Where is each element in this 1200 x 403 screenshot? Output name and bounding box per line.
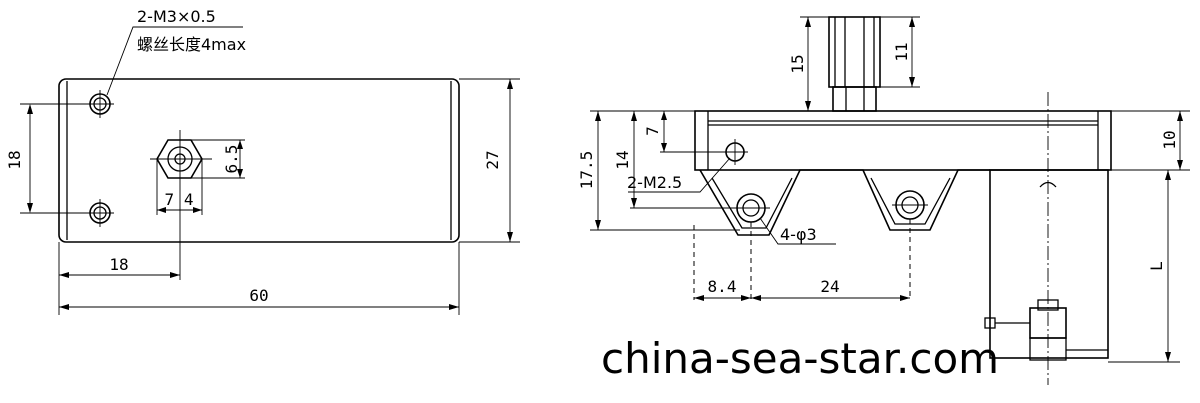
- arrow: [170, 272, 180, 278]
- dim-offset: 8.4: [708, 277, 737, 296]
- dim-hole-offset: 18: [109, 255, 128, 274]
- arrow: [694, 295, 704, 301]
- arrow: [157, 207, 166, 213]
- left-mount-hole-bottom: [86, 199, 114, 227]
- lever-bracket-inner: [870, 177, 951, 225]
- arrow: [1177, 160, 1183, 170]
- arrow: [27, 104, 33, 114]
- arrow: [805, 101, 811, 111]
- arrow: [661, 111, 667, 120]
- dim-length: L: [1147, 261, 1166, 271]
- bracket-hole-left: [733, 193, 770, 223]
- plate-mount-hole: [722, 139, 748, 165]
- arrow: [595, 220, 601, 230]
- lever-bracket-inner: [711, 177, 793, 229]
- arrow: [449, 304, 459, 310]
- arrow: [741, 295, 751, 301]
- thread-callout-text: 2-M3×0.5: [137, 7, 216, 26]
- arrow: [805, 17, 811, 27]
- left-view: 2-M3×0.5 螺丝长度4max 18 6.5 7 4 27: [5, 7, 520, 315]
- dim-height-total: 17.5: [577, 151, 596, 190]
- dim-top-10: 10: [1160, 130, 1179, 149]
- watermark: china-sea-star.com: [601, 334, 999, 383]
- dim-hex-height: 6.5: [222, 145, 241, 174]
- dim-plunger-total: 15: [788, 54, 807, 73]
- arrow: [1177, 111, 1183, 121]
- mount-thread-leader: [628, 157, 731, 193]
- dim-plunger-hex: 11: [892, 42, 911, 61]
- thread-callout-leader: [106, 26, 243, 96]
- dim-hole-spacing: 18: [5, 150, 24, 169]
- left-body-outline: [58, 78, 460, 243]
- arrow: [59, 272, 69, 278]
- arrow: [507, 232, 513, 242]
- dim-pitch: 24: [820, 277, 839, 296]
- lever-bracket: [699, 169, 990, 236]
- dim-height-14: 14: [613, 150, 632, 169]
- arrow: [237, 140, 243, 149]
- arrow: [909, 17, 915, 27]
- arrow: [631, 198, 637, 208]
- bracket-hole-right: [892, 190, 928, 220]
- top-plate: [694, 110, 1112, 171]
- dim-hex-width: 7 4: [165, 190, 194, 209]
- dim-height-7: 7: [643, 126, 662, 136]
- holes-label: 4-φ3: [780, 225, 817, 244]
- arrow: [661, 143, 667, 152]
- holes-leader: [759, 217, 836, 245]
- arrow: [1165, 170, 1171, 180]
- arrow: [27, 203, 33, 213]
- arrow: [631, 111, 637, 121]
- arrow: [1165, 352, 1171, 362]
- thread-depth-text: 螺丝长度4max: [137, 35, 246, 54]
- arrow: [909, 77, 915, 87]
- arrow: [507, 79, 513, 89]
- right-view: 15 11 17.5 14 7 2-M2.5 4-φ3: [577, 16, 1190, 385]
- arrow: [237, 169, 243, 178]
- mount-thread-label: 2-M2.5: [627, 173, 682, 192]
- arrow: [900, 295, 910, 301]
- arrow: [59, 304, 69, 310]
- arrow: [595, 111, 601, 121]
- left-mount-hole-top: [86, 90, 114, 118]
- arrow: [193, 207, 202, 213]
- dim-total-length: 60: [249, 286, 268, 305]
- arrow: [751, 295, 761, 301]
- switch-body: [984, 169, 1109, 361]
- plunger: [828, 16, 881, 112]
- dim-body-height: 27: [483, 150, 502, 169]
